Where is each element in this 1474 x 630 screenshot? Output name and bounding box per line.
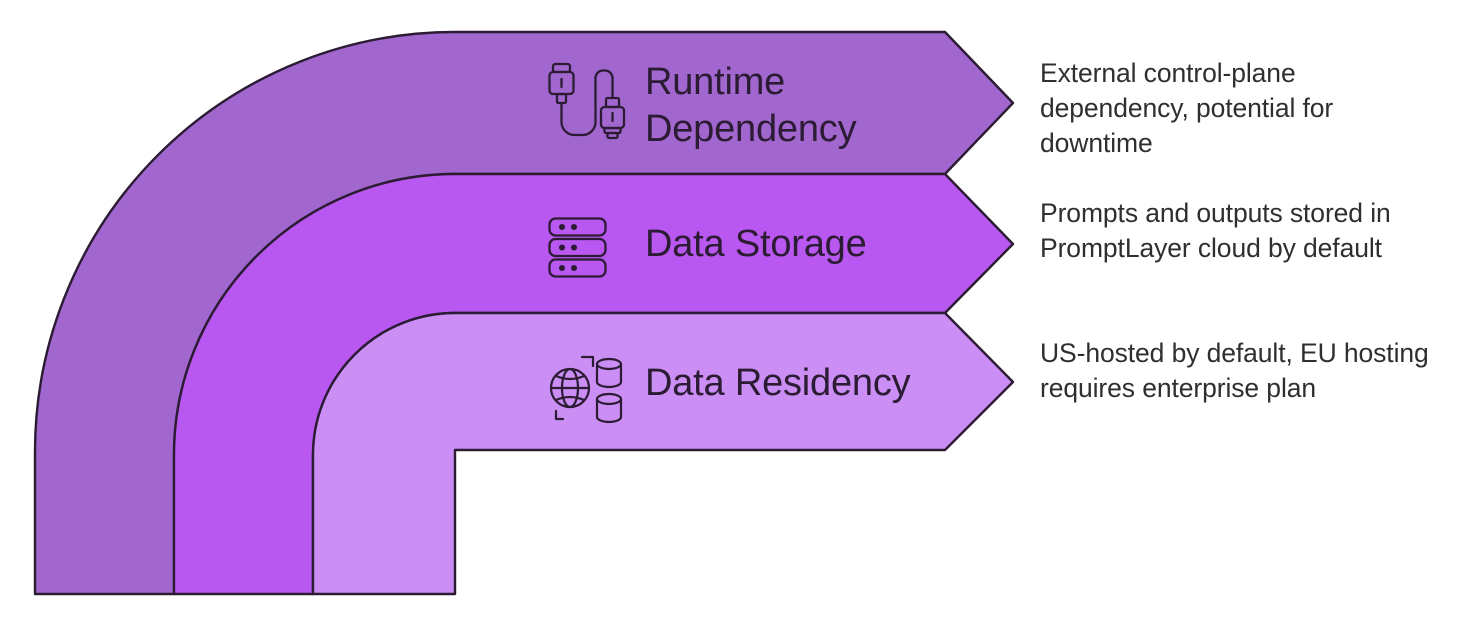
band-shape-2 <box>311 311 1015 596</box>
cable-plug-icon <box>548 62 626 140</box>
band-data-residency[interactable]: Data Residency <box>311 311 1015 596</box>
band-label-0-line-0: Runtime <box>645 61 785 103</box>
description-runtime-dependency: External control-plane dependency, poten… <box>1040 58 1334 158</box>
band-label-2: Data Residency <box>645 362 911 404</box>
band-label-0-line-1: Dependency <box>645 108 857 150</box>
globe-database-icon <box>549 355 623 424</box>
band-data-storage[interactable]: Data Storage <box>172 172 1015 596</box>
description-data-residency: US-hosted by default, EU hosting require… <box>1040 338 1429 403</box>
description-data-storage: Prompts and outputs stored in PromptLaye… <box>1040 198 1391 263</box>
server-stack-icon <box>548 217 607 278</box>
band-label-1: Data Storage <box>645 223 867 265</box>
